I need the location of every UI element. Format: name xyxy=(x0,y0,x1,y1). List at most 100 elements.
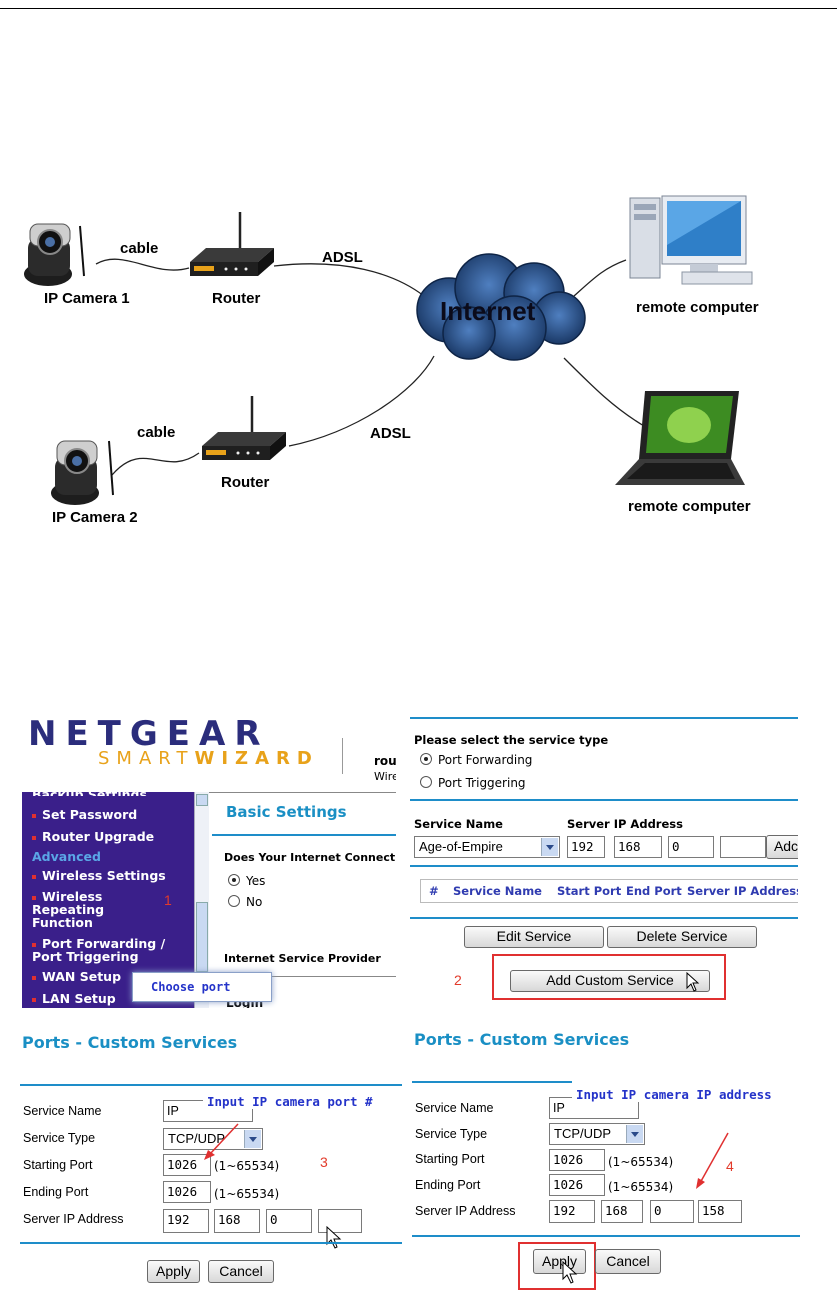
custom-services-port-panel: Ports - Custom Services Service Name Ser… xyxy=(20,1028,404,1290)
col-server-ip: Server IP Address xyxy=(687,884,798,898)
ip-octet-1[interactable]: 192 xyxy=(163,1209,209,1233)
input-ip-note: Input IP camera IP address xyxy=(572,1087,776,1102)
step-3-marker: 3 xyxy=(320,1154,328,1170)
chevron-down-icon xyxy=(541,838,558,856)
nav-item-wireless-settings[interactable]: Wireless Settings xyxy=(32,869,166,882)
ip-octet-3[interactable]: 0 xyxy=(668,836,714,858)
nav-item-router-upgrade[interactable]: Router Upgrade xyxy=(32,830,154,843)
internet-cloud-icon xyxy=(404,248,594,368)
radio-button-icon xyxy=(420,753,432,765)
ports-custom-title: Ports - Custom Services xyxy=(22,1033,238,1052)
delete-service-button[interactable]: Delete Service xyxy=(607,926,757,948)
service-type-label: Service Type xyxy=(415,1127,488,1141)
ip-octet-1[interactable]: 192 xyxy=(549,1200,595,1223)
server-ip-label: Server IP Address xyxy=(415,1204,516,1218)
page-header-rule xyxy=(0,8,837,9)
cancel-button[interactable]: Cancel xyxy=(208,1260,274,1283)
nav-scrollbar[interactable] xyxy=(194,792,209,1008)
ip-camera-1-icon xyxy=(22,216,92,288)
red-arrow-icon xyxy=(204,1123,239,1160)
service-type-select[interactable]: TCP/UDP xyxy=(163,1128,263,1150)
add-custom-service-button[interactable]: Add Custom Service xyxy=(510,970,710,992)
mouse-cursor-icon xyxy=(562,1260,580,1290)
ip-octet-1[interactable]: 192 xyxy=(567,836,605,858)
service-select[interactable]: Age-of-Empire xyxy=(414,836,560,858)
nav-sidebar: Backup Settings Set Password Router Upgr… xyxy=(22,788,194,1008)
ip-octet-4[interactable] xyxy=(318,1209,362,1233)
scroll-thumb[interactable] xyxy=(196,902,208,972)
service-type-panel: Please select the service type Port Forw… xyxy=(410,714,798,1000)
add-custom-highlight xyxy=(492,954,726,1000)
radio-button-icon xyxy=(228,895,240,907)
nav-item-wan-setup[interactable]: WAN Setup xyxy=(32,970,121,983)
starting-port-label: Starting Port xyxy=(415,1152,485,1166)
service-name-label: Service Name xyxy=(23,1104,102,1118)
server-ip-label: Server IP Address xyxy=(23,1212,124,1226)
internet-label: Internet xyxy=(440,296,536,326)
red-arrow-icon xyxy=(696,1132,729,1189)
step-4-marker: 4 xyxy=(726,1158,734,1174)
ip-octet-3[interactable]: 0 xyxy=(266,1209,312,1233)
ending-port-label: Ending Port xyxy=(23,1185,89,1199)
starting-port-range: (1~65534) xyxy=(214,1159,280,1173)
service-type-select[interactable]: TCP/UDP xyxy=(549,1123,645,1145)
camera-2-label: IP Camera 2 xyxy=(52,509,138,526)
ip-octet-2[interactable]: 168 xyxy=(601,1200,643,1223)
ports-custom-title: Ports - Custom Services xyxy=(414,1030,630,1049)
nav-item-port-forwarding[interactable]: Port Forwarding / Port Triggering xyxy=(32,936,166,964)
cable-1-label: cable xyxy=(120,240,159,257)
nav-item-backup[interactable]: Backup Settings xyxy=(32,788,147,796)
nav-item-wireless-repeating[interactable]: Wireless Repeating Function xyxy=(32,889,105,930)
netgear-router-panel: NETGEAR SMARTWIZARD rout Wire Backup Set… xyxy=(22,714,396,1008)
ending-port-input[interactable]: 1026 xyxy=(163,1181,211,1203)
ip-camera-2-icon xyxy=(47,433,117,508)
netgear-logo: NETGEAR SMARTWIZARD rout Wire xyxy=(22,714,396,793)
cable-2-label: cable xyxy=(137,424,176,441)
ip-octet-2[interactable]: 168 xyxy=(614,836,662,858)
col-start-port: Start Port xyxy=(557,884,622,898)
service-type-label: Service Type xyxy=(23,1131,96,1145)
nav-item-lan-setup[interactable]: LAN Setup xyxy=(32,992,116,1005)
radio-button-icon xyxy=(420,776,432,788)
starting-port-range: (1~65534) xyxy=(608,1155,674,1169)
step-1-marker: 1 xyxy=(164,892,172,908)
choose-port-tooltip: Choose port xyxy=(132,972,272,1002)
edit-service-button[interactable]: Edit Service xyxy=(464,926,604,948)
starting-port-input[interactable]: 1026 xyxy=(163,1154,211,1176)
camera-1-label: IP Camera 1 xyxy=(44,290,130,307)
router-2-icon xyxy=(196,394,291,466)
diagram-lines xyxy=(95,258,645,476)
remote-2-label: remote computer xyxy=(628,498,751,515)
ending-port-input[interactable]: 1026 xyxy=(549,1174,605,1196)
starting-port-input[interactable]: 1026 xyxy=(549,1149,605,1171)
ip-octet-4[interactable]: 158 xyxy=(698,1200,742,1223)
ip-octet-2[interactable]: 168 xyxy=(214,1209,260,1233)
radio-port-forwarding[interactable]: Port Forwarding xyxy=(420,753,532,767)
remote-1-label: remote computer xyxy=(636,299,759,316)
col-number: # xyxy=(429,884,439,898)
ending-port-range: (1~65534) xyxy=(608,1180,674,1194)
adsl-1-label: ADSL xyxy=(322,249,363,266)
nav-section-advanced: Advanced xyxy=(32,849,101,864)
add-button[interactable]: Adc xyxy=(766,835,798,859)
nav-item-set-password[interactable]: Set Password xyxy=(32,808,137,821)
radio-yes[interactable]: Yes xyxy=(228,874,265,888)
ip-octet-3[interactable]: 0 xyxy=(650,1200,694,1223)
custom-services-ip-panel: Ports - Custom Services Service Name Ser… xyxy=(412,1025,800,1290)
input-port-note: Input IP camera port # xyxy=(203,1094,377,1109)
basic-settings-title: Basic Settings xyxy=(226,803,347,821)
ip-octet-4[interactable] xyxy=(720,836,766,858)
col-end-port: End Port xyxy=(626,884,682,898)
network-diagram: Internet IP Camera 1 Router cable ADSL r… xyxy=(4,178,828,545)
router-1-icon xyxy=(184,210,279,282)
radio-no[interactable]: No xyxy=(228,895,262,909)
isp-label: Internet Service Provider xyxy=(224,952,381,965)
scroll-up-icon[interactable] xyxy=(196,794,208,806)
radio-port-triggering[interactable]: Port Triggering xyxy=(420,776,526,790)
service-type-heading: Please select the service type xyxy=(414,733,609,747)
cancel-button[interactable]: Cancel xyxy=(595,1249,661,1274)
mouse-cursor-icon xyxy=(326,1225,344,1255)
service-name-label: Service Name xyxy=(414,817,503,831)
apply-button[interactable]: Apply xyxy=(533,1249,586,1274)
apply-button[interactable]: Apply xyxy=(147,1260,200,1283)
